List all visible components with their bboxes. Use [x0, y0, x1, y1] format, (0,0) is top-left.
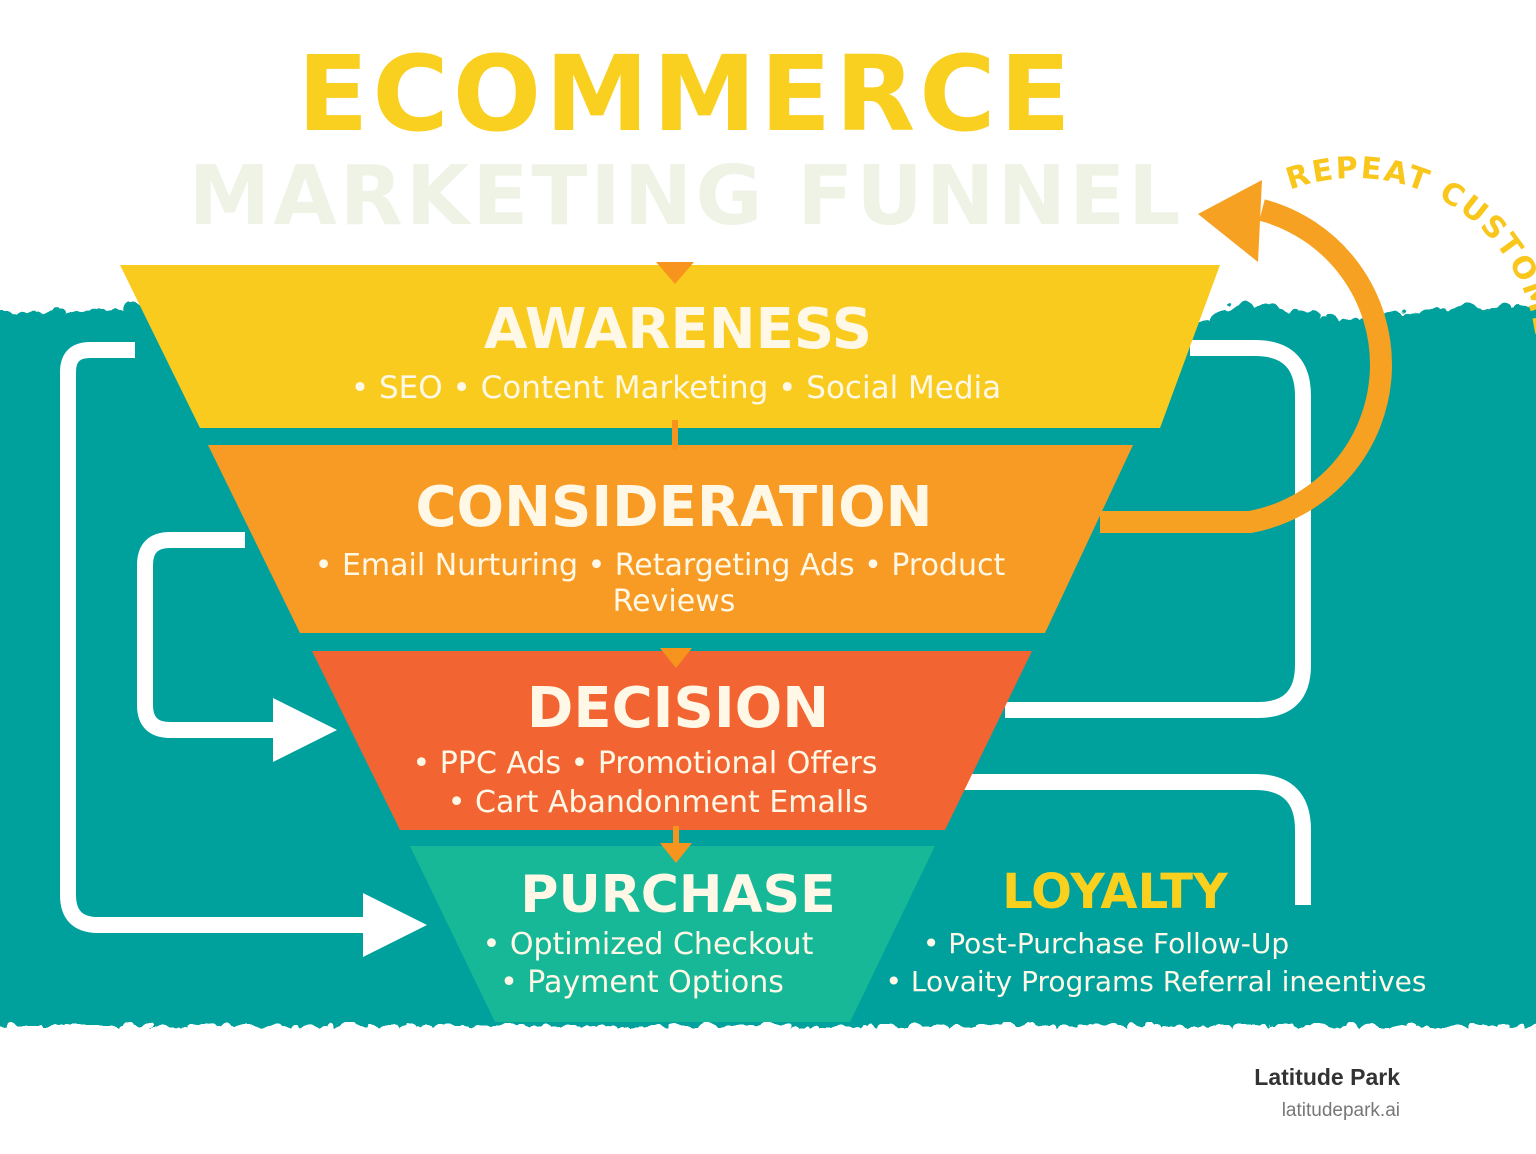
- loop-arrow-inner-left: [137, 532, 337, 762]
- stage-consideration-shape: [208, 445, 1133, 633]
- feedback-loops: [60, 340, 1311, 957]
- stage-decision-tactics-2: • Cart Abandonment Emalls: [448, 785, 868, 820]
- down-arrow-icon: [660, 648, 692, 668]
- stage-decision-shape: [312, 651, 1032, 830]
- stage-consideration-tactics: • Email Nurturing • Retargeting Ads • Pr…: [315, 548, 1006, 583]
- flow-arrows: [656, 262, 694, 863]
- loyalty-title: LOYALTY: [1002, 864, 1229, 920]
- loyalty-tactics-2: • Lovaity Programs Referral ineentives: [886, 965, 1427, 998]
- brand-url: latitudepark.ai: [1281, 1100, 1400, 1121]
- loop-line-right-upper: [1005, 340, 1311, 718]
- stage-awareness-title: AWARENESS: [484, 297, 872, 362]
- stage-consideration-title: CONSIDERATION: [415, 475, 932, 540]
- title-line1: ECOMMERCE: [297, 33, 1074, 155]
- stage-awareness-tactics: • SEO • Content Marketing • Social Media: [351, 370, 1001, 406]
- title-line2: MARKETING FUNNEL: [189, 149, 1184, 244]
- stage-purchase-shape: [410, 846, 935, 1022]
- loop-line-right-lower: [960, 774, 1311, 905]
- loop-arrow-outer-left: [60, 342, 427, 957]
- brand-name: Latitude Park: [1254, 1064, 1400, 1090]
- stage-purchase-title: PURCHASE: [520, 865, 835, 925]
- stage-awareness-shape: [120, 265, 1220, 428]
- arrowhead-icon: [1198, 180, 1262, 262]
- down-arrow-icon: [660, 843, 692, 863]
- stage-purchase-tactics: • Optimized Checkout: [483, 927, 814, 962]
- down-arrow-icon: [656, 262, 694, 284]
- stage-decision-tactics: • PPC Ads • Promotional Offers: [413, 746, 878, 781]
- loyalty-tactics: • Post-Purchase Follow-Up: [923, 927, 1289, 960]
- stage-purchase-tactics-2: • Payment Options: [500, 965, 784, 1000]
- stage-decision-title: DECISION: [527, 676, 829, 741]
- stage-consideration-tactics-2: Reviews: [613, 584, 736, 619]
